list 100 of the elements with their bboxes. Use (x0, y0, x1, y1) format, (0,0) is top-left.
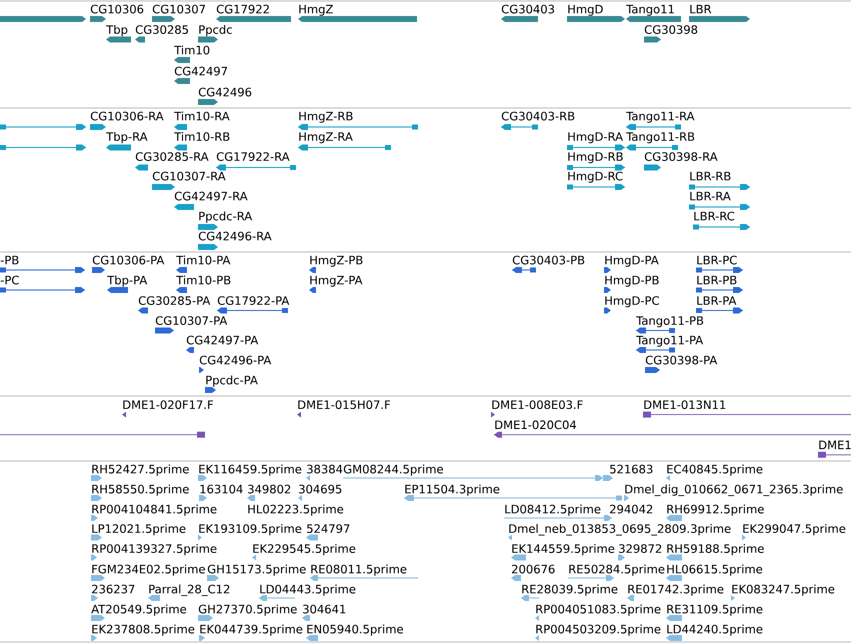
feature-label: HmgD-PB (605, 276, 659, 287)
feature-label: CG42497-PA (186, 336, 258, 344)
feature-label: HmgD-RB (568, 152, 623, 164)
feature-label: LBR-PB (697, 276, 736, 284)
feature-label: CG17922-RA (216, 152, 290, 161)
feature-label: CG17922 (216, 4, 269, 14)
feature-label: RP004104841.5prime (92, 504, 216, 516)
feature-label: Ppcdc-RA (199, 212, 252, 223)
feature-label: 304641 (303, 604, 346, 614)
feature-label: RP004139327.5prime (92, 544, 216, 556)
feature-label: CG30285-RA (136, 152, 209, 161)
feature-label: AT20549.5prime (91, 604, 186, 616)
feature-label: EK116459.5prime (199, 464, 302, 476)
feature-label: HmgZ-PA (310, 276, 362, 287)
feature-label: RH59188.5prime (667, 544, 764, 556)
feature-label: CG30403-PB (512, 256, 584, 264)
feature-label: CG30398 (644, 25, 698, 34)
feature-label: LBR-RB (690, 172, 730, 180)
feature-label: CG30403-RB (502, 112, 574, 120)
feature-label: LBR-PC (697, 256, 737, 264)
feature-label: EP11504.3prime (405, 484, 500, 496)
feature-label: 524797 (307, 524, 350, 533)
feature-label: Tim10-RA (174, 112, 230, 120)
feature-label: Tbp (106, 25, 128, 36)
feature-label: CG10307 (152, 4, 205, 14)
feature-label: CG10307-RA (152, 172, 226, 180)
feature-label: Tango11 (626, 4, 674, 16)
feature-label: DME1-013N11 (644, 400, 726, 410)
feature-label: CG30403 (502, 4, 554, 14)
feature-label: RH52427.5prime (92, 464, 189, 476)
feature-label: HmgZ-PB (310, 256, 362, 267)
feature-label: LD08412.5prime (505, 504, 600, 516)
feature-label: Ppcdc (199, 25, 232, 36)
feature-label: 163104 (200, 484, 243, 494)
feature-label: RP004051083.5prime (536, 604, 660, 616)
feature-label: 329872 (619, 544, 662, 553)
feature-label: EK144559.5prime (512, 544, 614, 556)
feature-label: DME1-008E03.F (492, 400, 583, 410)
feature-label: 236237 (92, 584, 134, 594)
feature-label: HmgD-PC (605, 296, 659, 308)
feature-label: HmgD-RC (568, 172, 622, 183)
feature-label: CG42497-RA (174, 192, 248, 200)
feature-label: CG42496-PA (200, 356, 272, 364)
feature-label: HmgZ-RA (299, 132, 353, 144)
feature-label: RE08011.5prime (311, 564, 406, 576)
feature-label: Tim10 (174, 46, 210, 54)
feature-label: 38384 (307, 464, 342, 474)
feature-label: LBR-RC (694, 212, 734, 220)
feature-label: GH15173.5prime (208, 564, 306, 576)
feature-label: LD44240.5prime (667, 624, 762, 636)
feature-label: CG30398-PA (646, 356, 718, 364)
feature-label: Tango11-PB (636, 316, 704, 328)
feature-label: EK083247.5prime (732, 584, 834, 596)
feature-label: RP004503209.5prime (536, 624, 660, 636)
feature-label: RE50284.5prime (569, 564, 664, 576)
feature-label: CG42497 (174, 66, 227, 76)
feature-label: GH27370.5prime (198, 604, 297, 616)
feature-label: CG30398-RA (644, 152, 718, 161)
feature-label: 294042 (610, 504, 652, 514)
feature-label: EK229545.5prime (253, 544, 356, 556)
feature-label: EK299047.5prime (743, 524, 846, 536)
feature-label: RH58550.5prime (92, 484, 189, 496)
feature-label: RE01742.3prime (628, 584, 724, 596)
feature-label: CG30285-PA (138, 296, 210, 305)
feature-label: HmgZ-RB (299, 112, 353, 123)
feature-label: CG17922-PA (218, 296, 290, 305)
feature-label: HL02223.5prime (248, 504, 344, 516)
feature-label: HmgD-RA (568, 132, 623, 144)
feature-label: Tango11-RB (626, 132, 694, 144)
feature-label: Dmel_dig_010662_0671_2365.3prime (625, 484, 843, 496)
feature-label: Ppcdc-PA (206, 376, 258, 387)
feature-label: LD04443.5prime (260, 584, 356, 596)
feature-label: Tbp-RA (106, 132, 148, 144)
feature-label: CG10307-PA (156, 316, 228, 325)
feature-label: CG10306-PA (92, 256, 164, 264)
feature-label: HmgD-PA (605, 256, 659, 267)
feature-label: DME1-015H07.F (298, 400, 390, 410)
feature-label: 200676 (512, 564, 555, 574)
feature-label: Tim10-PA (176, 256, 230, 264)
feature-label: EK237808.5prime (92, 624, 194, 636)
feature-label: -PC (0, 276, 19, 284)
feature-label: EN05940.5prime (307, 624, 403, 636)
feature-label: Parral_28_C12 (149, 584, 230, 596)
feature-label: 521683 (610, 464, 652, 474)
feature-label: HmgZ (299, 4, 333, 16)
feature-label: Tim10-PB (176, 276, 230, 284)
feature-label: CG10306 (90, 4, 144, 14)
feature-label: LBR-RA (690, 192, 731, 200)
feature-label: Tim10-RB (174, 132, 230, 141)
feature-label: CG30285 (136, 25, 188, 34)
feature-label: CG42496-RA (198, 232, 272, 240)
feature-label: DME1-020F17.F (123, 400, 213, 410)
feature-label: RE28039.5prime (522, 584, 618, 596)
feature-label: LP12021.5prime (92, 524, 186, 536)
feature-label: GM08244.5prime (344, 464, 443, 476)
feature-label: Tango11-PA (636, 336, 704, 347)
feature-label: RE31109.5prime (667, 604, 762, 616)
feature-label: Tbp-PA (107, 276, 148, 287)
feature-label: CG10306-RA (90, 112, 164, 120)
feature-label: Tango11-RA (626, 112, 694, 123)
